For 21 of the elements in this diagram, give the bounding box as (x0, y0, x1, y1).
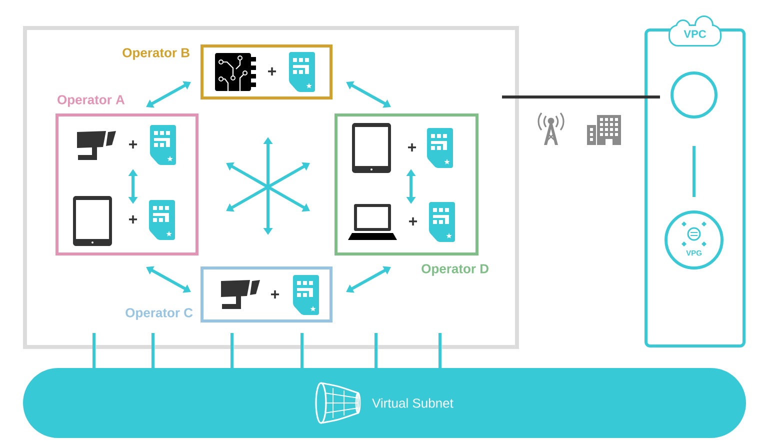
connector-line (152, 333, 154, 370)
connector-line (374, 333, 378, 370)
subnet-band: Virtual Subnet (23, 368, 746, 438)
connector-line (502, 96, 660, 98)
connector-line (92, 333, 96, 370)
plus-sign: + (271, 290, 280, 298)
group-heading: Operator A (58, 95, 125, 107)
plus-sign: + (268, 67, 276, 76)
connector-line (230, 333, 234, 370)
connector-line (438, 333, 442, 370)
plus-sign: + (129, 140, 138, 148)
connector-line (300, 333, 304, 370)
container-box (23, 26, 519, 349)
connector-line (692, 146, 696, 197)
group-heading: Operator D (422, 264, 488, 276)
group-heading: Operator C (126, 308, 193, 320)
ring (670, 72, 718, 118)
group-heading: Operator B (122, 48, 190, 60)
plus-sign: + (408, 143, 416, 152)
plus-sign: + (409, 217, 418, 226)
plus-sign: + (129, 215, 138, 224)
